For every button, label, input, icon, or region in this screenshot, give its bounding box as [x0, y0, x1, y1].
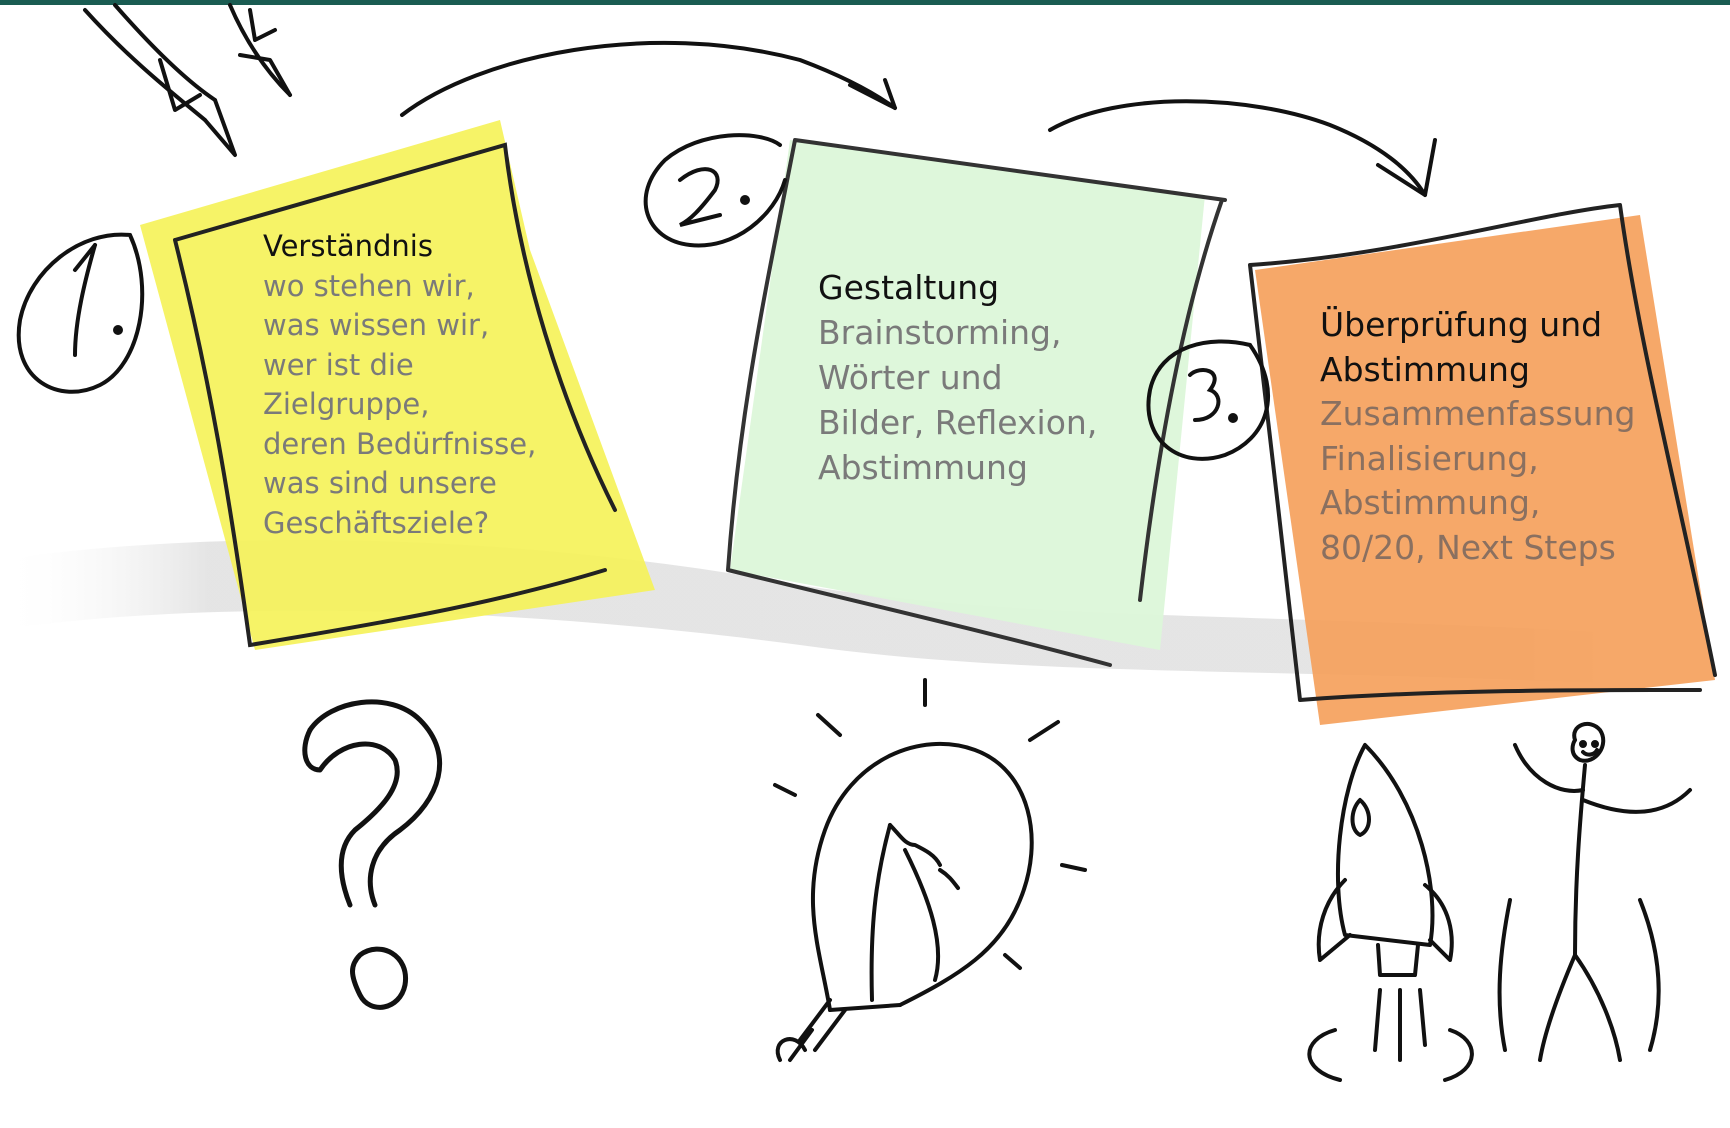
light-bulb-icon — [773, 678, 1087, 1062]
step-1-line: Zielgruppe, — [263, 387, 430, 421]
step-2-number-icon — [643, 133, 787, 248]
step-3-text: Überprüfung und Abstimmung Zusammenfassu… — [1320, 303, 1640, 570]
arrow-1-to-2 — [400, 40, 897, 117]
step-1-line: Geschäftsziele? — [263, 505, 490, 540]
step-1-card — [140, 120, 655, 650]
step-1-line: was wissen wir, — [263, 308, 490, 342]
step-3-card — [1248, 203, 1717, 725]
step-3-line: 80/20, Next Steps — [1320, 527, 1616, 567]
person-icon — [1497, 721, 1692, 1062]
step-3-line: Abstimmung, — [1320, 483, 1541, 522]
step-1-title: Verständnis — [263, 229, 433, 263]
step-1-text: Verständnis wo stehen wir, was wissen wi… — [263, 227, 536, 543]
arrow-2-to-3 — [1048, 99, 1427, 197]
step-2-title: Gestaltung — [818, 268, 1000, 307]
step-2-line: Abstimmung — [818, 448, 1028, 487]
header-bar — [0, 0, 1730, 5]
step-3-line: Zusammenfassung — [1320, 394, 1636, 433]
step-2-text: Gestaltung Brainstorming, Wörter und Bil… — [818, 265, 1097, 490]
step-1-line: deren Bedürfnisse, — [263, 426, 537, 461]
step-1-number-icon — [16, 232, 145, 394]
step-2-card — [726, 138, 1227, 667]
step-3-line: Finalisierung, — [1320, 438, 1539, 478]
question-mark-icon — [302, 699, 443, 1010]
step-2-line: Brainstorming, — [818, 313, 1062, 352]
step-2-line: Bilder, Reflexion, — [818, 403, 1098, 442]
rocket-icon — [1307, 743, 1474, 1082]
pencil-icon — [83, 3, 292, 157]
step-3-title: Überprüfung und Abstimmung — [1320, 305, 1603, 389]
step-2-line: Wörter und — [818, 358, 1003, 397]
step-3-number-icon — [1146, 339, 1270, 461]
step-1-line: wo stehen wir, — [263, 268, 475, 303]
step-1-line: was sind unsere — [263, 466, 497, 500]
step-1-line: wer ist die — [263, 347, 414, 382]
